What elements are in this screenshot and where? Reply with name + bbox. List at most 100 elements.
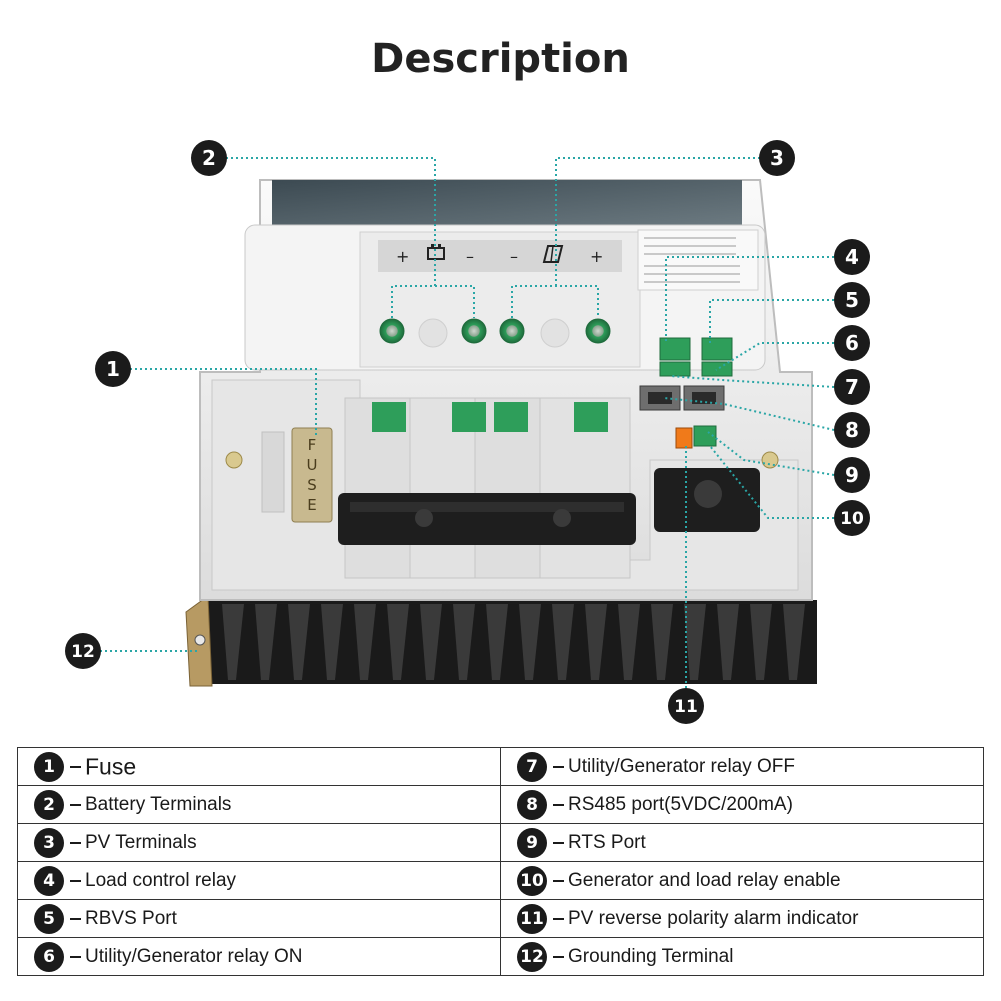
svg-text:12: 12 (71, 642, 95, 662)
relay-connectors (659, 337, 733, 377)
legend-item-7: 7 Utility/Generator relay OFF (500, 747, 984, 786)
battery-plus-symbol: + (396, 247, 409, 266)
svg-text:2: 2 (202, 146, 216, 170)
callout-4: 4 (834, 239, 870, 275)
badge-11: 11 (517, 903, 547, 934)
heatsink-fin (222, 604, 244, 680)
svg-text:11: 11 (674, 697, 698, 717)
heatsink-fin (420, 604, 442, 680)
svg-text:6: 6 (845, 331, 859, 355)
legend-item-12: 12 Grounding Terminal (500, 937, 984, 976)
svg-text:10: 10 (840, 509, 864, 529)
leader-4 (665, 256, 834, 344)
pv-terminals (499, 318, 611, 344)
legend-label-6: Utility/Generator relay ON (85, 945, 303, 967)
heatsink-fins (222, 604, 805, 680)
callout-3: 3 (759, 140, 795, 176)
callouts: 1 2 3 4 5 6 7 8 (65, 140, 870, 724)
rts-port (675, 425, 717, 449)
svg-text:7: 7 (845, 375, 859, 399)
badge-2: 2 (34, 789, 64, 820)
heatsink-fin (288, 604, 310, 680)
legend-table: 1 Fuse 7 Utility/Generator relay OFF 2 Batt… (17, 747, 984, 976)
relay-label-plate (637, 229, 759, 291)
heatsink-fin (585, 604, 607, 680)
heatsink-fin (651, 604, 673, 680)
charge-controller-diagram: + – – + (65, 140, 870, 724)
callout-11: 11 (668, 688, 704, 724)
badge-4: 4 (34, 865, 64, 896)
leader-5 (709, 299, 834, 344)
leader-3-branch (511, 285, 599, 318)
leader-10 (709, 445, 834, 519)
mount-hole-left (225, 451, 243, 469)
heatsink-fin (717, 604, 739, 680)
mount-hole-right (761, 451, 779, 469)
heatsink-fin (519, 604, 541, 680)
heatsink-fin (354, 604, 376, 680)
wire-channels (344, 397, 631, 579)
legend-label-7: Utility/Generator relay OFF (568, 755, 795, 777)
legend-item-2: 2 Battery Terminals (17, 785, 501, 824)
callout-5: 5 (834, 282, 870, 318)
heatsink-fin (750, 604, 772, 680)
svg-text:5: 5 (845, 288, 859, 312)
svg-text:9: 9 (845, 463, 859, 487)
heatsink-fin (552, 604, 574, 680)
legend-label-5: RBVS Port (85, 907, 177, 929)
svg-text:1: 1 (106, 357, 120, 381)
badge-8: 8 (517, 789, 547, 820)
leader-lines (100, 157, 835, 688)
badge-6: 6 (34, 941, 64, 972)
callout-10: 10 (834, 500, 870, 536)
svg-text:4: 4 (845, 245, 859, 269)
svg-text:3: 3 (770, 146, 784, 170)
rs485-ports (639, 385, 725, 411)
badge-7: 7 (517, 751, 547, 782)
heatsink-fin (255, 604, 277, 680)
legend-row: 1 Fuse 7 Utility/Generator relay OFF (17, 747, 984, 786)
heatsink-fin (783, 604, 805, 680)
legend-label-12: Grounding Terminal (568, 945, 734, 967)
pv-plus-symbol: + (590, 247, 603, 266)
heatsink-fin (387, 604, 409, 680)
legend-label-2: Battery Terminals (85, 793, 232, 815)
heatsink-fin (618, 604, 640, 680)
heatsink-fin (486, 604, 508, 680)
legend-row: 6 Utility/Generator relay ON 12 Grounding … (17, 937, 984, 976)
legend-label-1: Fuse (85, 753, 137, 779)
battery-terminals (379, 318, 487, 344)
callout-12: 12 (65, 633, 101, 669)
svg-text:8: 8 (845, 418, 859, 442)
heatsink-fin (684, 604, 706, 680)
cable-clamp (338, 493, 636, 545)
solar-panel-icon (542, 245, 564, 263)
legend-item-1: 1 Fuse (17, 747, 501, 786)
heatsink-fin (321, 604, 343, 680)
badge-12: 12 (517, 941, 547, 972)
leader-7 (669, 375, 835, 388)
pv-minus-symbol: – (510, 247, 518, 266)
legend-label-10: Generator and load relay enable (568, 869, 841, 891)
heatsink-fin (453, 604, 475, 680)
cable-gland (654, 468, 760, 532)
callout-2: 2 (191, 140, 227, 176)
badge-3: 3 (34, 827, 64, 858)
leader-2-branch (391, 285, 475, 318)
legend-item-6: 6 Utility/Generator relay ON (17, 937, 501, 976)
badge-9: 9 (517, 827, 547, 858)
badge-1: 1 (34, 751, 64, 782)
heatsink (205, 600, 817, 684)
badge-5: 5 (34, 903, 64, 934)
callout-8: 8 (834, 412, 870, 448)
callout-1: 1 (95, 351, 131, 387)
callout-7: 7 (834, 369, 870, 405)
